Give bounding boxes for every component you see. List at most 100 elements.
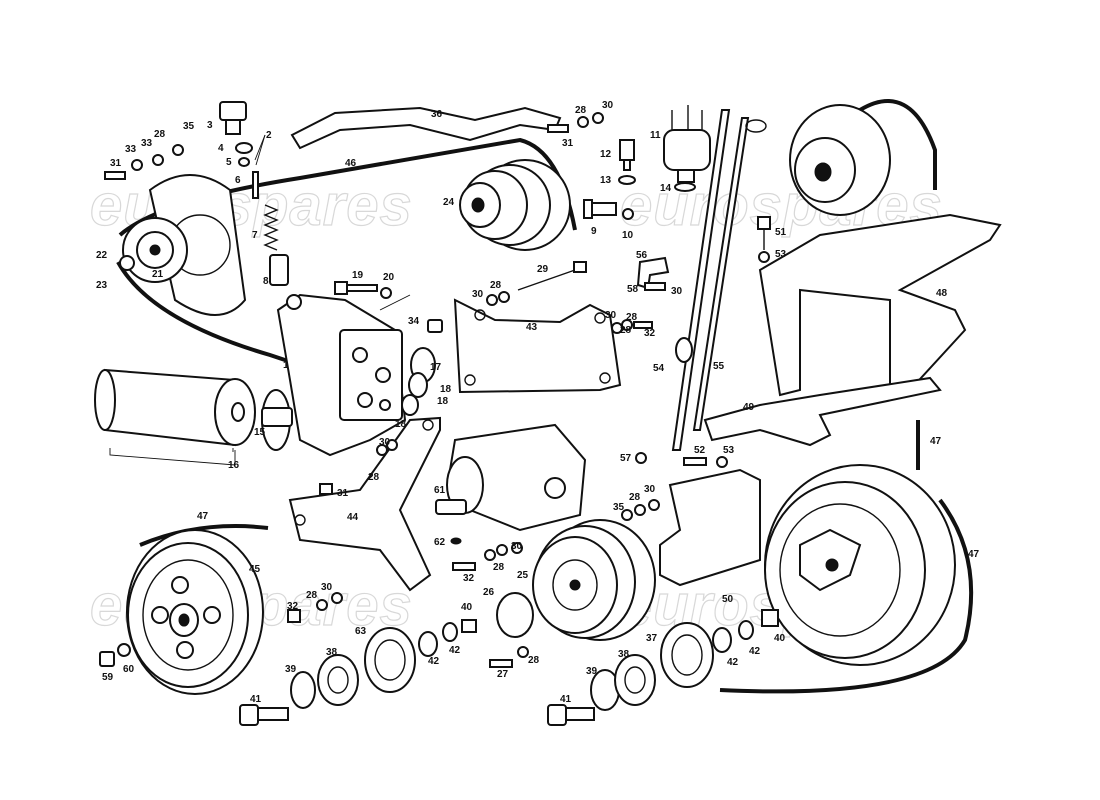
callout-52: 52 <box>694 445 706 456</box>
callout-21: 21 <box>152 269 164 280</box>
callout-34: 34 <box>408 316 420 327</box>
washer-60 <box>117 643 131 657</box>
callout-61: 61 <box>434 485 446 496</box>
callout-28j: 28 <box>620 325 632 336</box>
callout-59: 59 <box>102 672 114 683</box>
callout-26: 26 <box>483 587 495 598</box>
callout-6: 6 <box>235 175 241 186</box>
callout-3: 3 <box>207 120 213 131</box>
callout-16: 16 <box>228 460 240 471</box>
callout-1: 1 <box>283 360 289 371</box>
callout-28i: 28 <box>629 492 641 503</box>
callout-23: 23 <box>96 280 108 291</box>
callout-17: 17 <box>430 362 442 373</box>
pressure-switch-11 <box>663 105 711 183</box>
key-62 <box>450 537 462 545</box>
callout-30f: 30 <box>321 582 333 593</box>
oil-cap-3 <box>219 101 247 135</box>
callout-56: 56 <box>636 250 648 261</box>
callout-55: 55 <box>713 361 725 372</box>
callout-28b: 28 <box>575 105 587 116</box>
adapter-15 <box>261 407 293 427</box>
drive-belt-47-right <box>719 99 974 694</box>
callout-29: 29 <box>537 264 549 275</box>
callout-42d: 42 <box>749 646 761 657</box>
callout-14: 14 <box>660 183 672 194</box>
o-rings-17-18 <box>401 347 436 416</box>
callout-10: 10 <box>622 230 634 241</box>
callout-30d: 30 <box>671 286 683 297</box>
washer-14 <box>674 182 696 192</box>
drive-belt-47-left <box>139 524 269 547</box>
callout-49: 49 <box>743 402 755 413</box>
callout-9: 9 <box>591 226 597 237</box>
callout-30b: 30 <box>472 289 484 300</box>
bolt-41-left <box>239 704 289 726</box>
callout-63: 63 <box>355 626 367 637</box>
callout-46: 46 <box>345 158 357 169</box>
callout-47c: 47 <box>968 549 980 560</box>
callout-5: 5 <box>226 157 232 168</box>
callout-43: 43 <box>526 322 538 333</box>
leader-lines <box>109 134 411 466</box>
callout-40b: 40 <box>774 633 786 644</box>
callout-54: 54 <box>653 363 665 374</box>
callout-42c: 42 <box>727 657 739 668</box>
callout-11: 11 <box>650 130 661 141</box>
callout-18b: 18 <box>437 396 449 407</box>
callout-35b: 35 <box>613 502 625 513</box>
callout-30a: 30 <box>602 100 614 111</box>
callout-57: 57 <box>620 453 632 464</box>
callout-19: 19 <box>352 270 364 281</box>
callout-38a: 38 <box>326 647 338 658</box>
callout-18c: 18 <box>395 419 407 430</box>
plunger-8 <box>269 254 289 286</box>
bracket-50 <box>659 468 761 587</box>
bolt-51 <box>757 216 771 230</box>
callout-30e: 30 <box>379 437 391 448</box>
compressor-pulley-right <box>789 104 891 216</box>
callout-25: 25 <box>517 570 529 581</box>
callout-39b: 39 <box>586 666 598 677</box>
callout-32c: 32 <box>287 601 299 612</box>
callout-8: 8 <box>263 276 269 287</box>
pulley-large-right <box>764 464 956 666</box>
callout-12: 12 <box>600 149 612 160</box>
callout-13: 13 <box>600 175 612 186</box>
callout-35a: 35 <box>183 121 195 132</box>
pulley-24 <box>459 159 571 251</box>
callout-44: 44 <box>347 512 359 523</box>
callout-41a: 41 <box>250 694 262 705</box>
callout-20: 20 <box>383 272 395 283</box>
small-hardware <box>104 112 728 668</box>
callout-42b: 42 <box>449 645 461 656</box>
callout-30g: 30 <box>644 484 656 495</box>
callout-31b: 31 <box>562 138 574 149</box>
bracket-49 <box>703 376 942 447</box>
callout-4: 4 <box>218 143 224 154</box>
bolt-31-mid <box>319 483 333 495</box>
flange-26 <box>496 592 534 638</box>
callout-28a: 28 <box>154 129 166 140</box>
callout-62: 62 <box>434 537 446 548</box>
sender-12 <box>619 139 635 171</box>
callout-15: 15 <box>254 427 266 438</box>
callout-27: 27 <box>497 669 509 680</box>
bracket-43 <box>453 298 622 394</box>
callout-31a: 31 <box>110 158 122 169</box>
callout-31c: 31 <box>337 488 349 499</box>
callout-32a: 32 <box>644 328 656 339</box>
bearing-set-left <box>290 619 477 709</box>
bolt-19 <box>334 281 378 295</box>
callout-47a: 47 <box>197 511 209 522</box>
callout-40a: 40 <box>461 602 473 613</box>
washer-57 <box>635 452 647 464</box>
dipstick-55 <box>692 117 750 431</box>
washer-53-top <box>758 251 770 263</box>
callout-42a: 42 <box>428 656 440 667</box>
callout-24: 24 <box>443 197 455 208</box>
callout-28d: 28 <box>626 312 638 323</box>
washer-10 <box>622 208 634 220</box>
washer-5 <box>238 157 250 167</box>
